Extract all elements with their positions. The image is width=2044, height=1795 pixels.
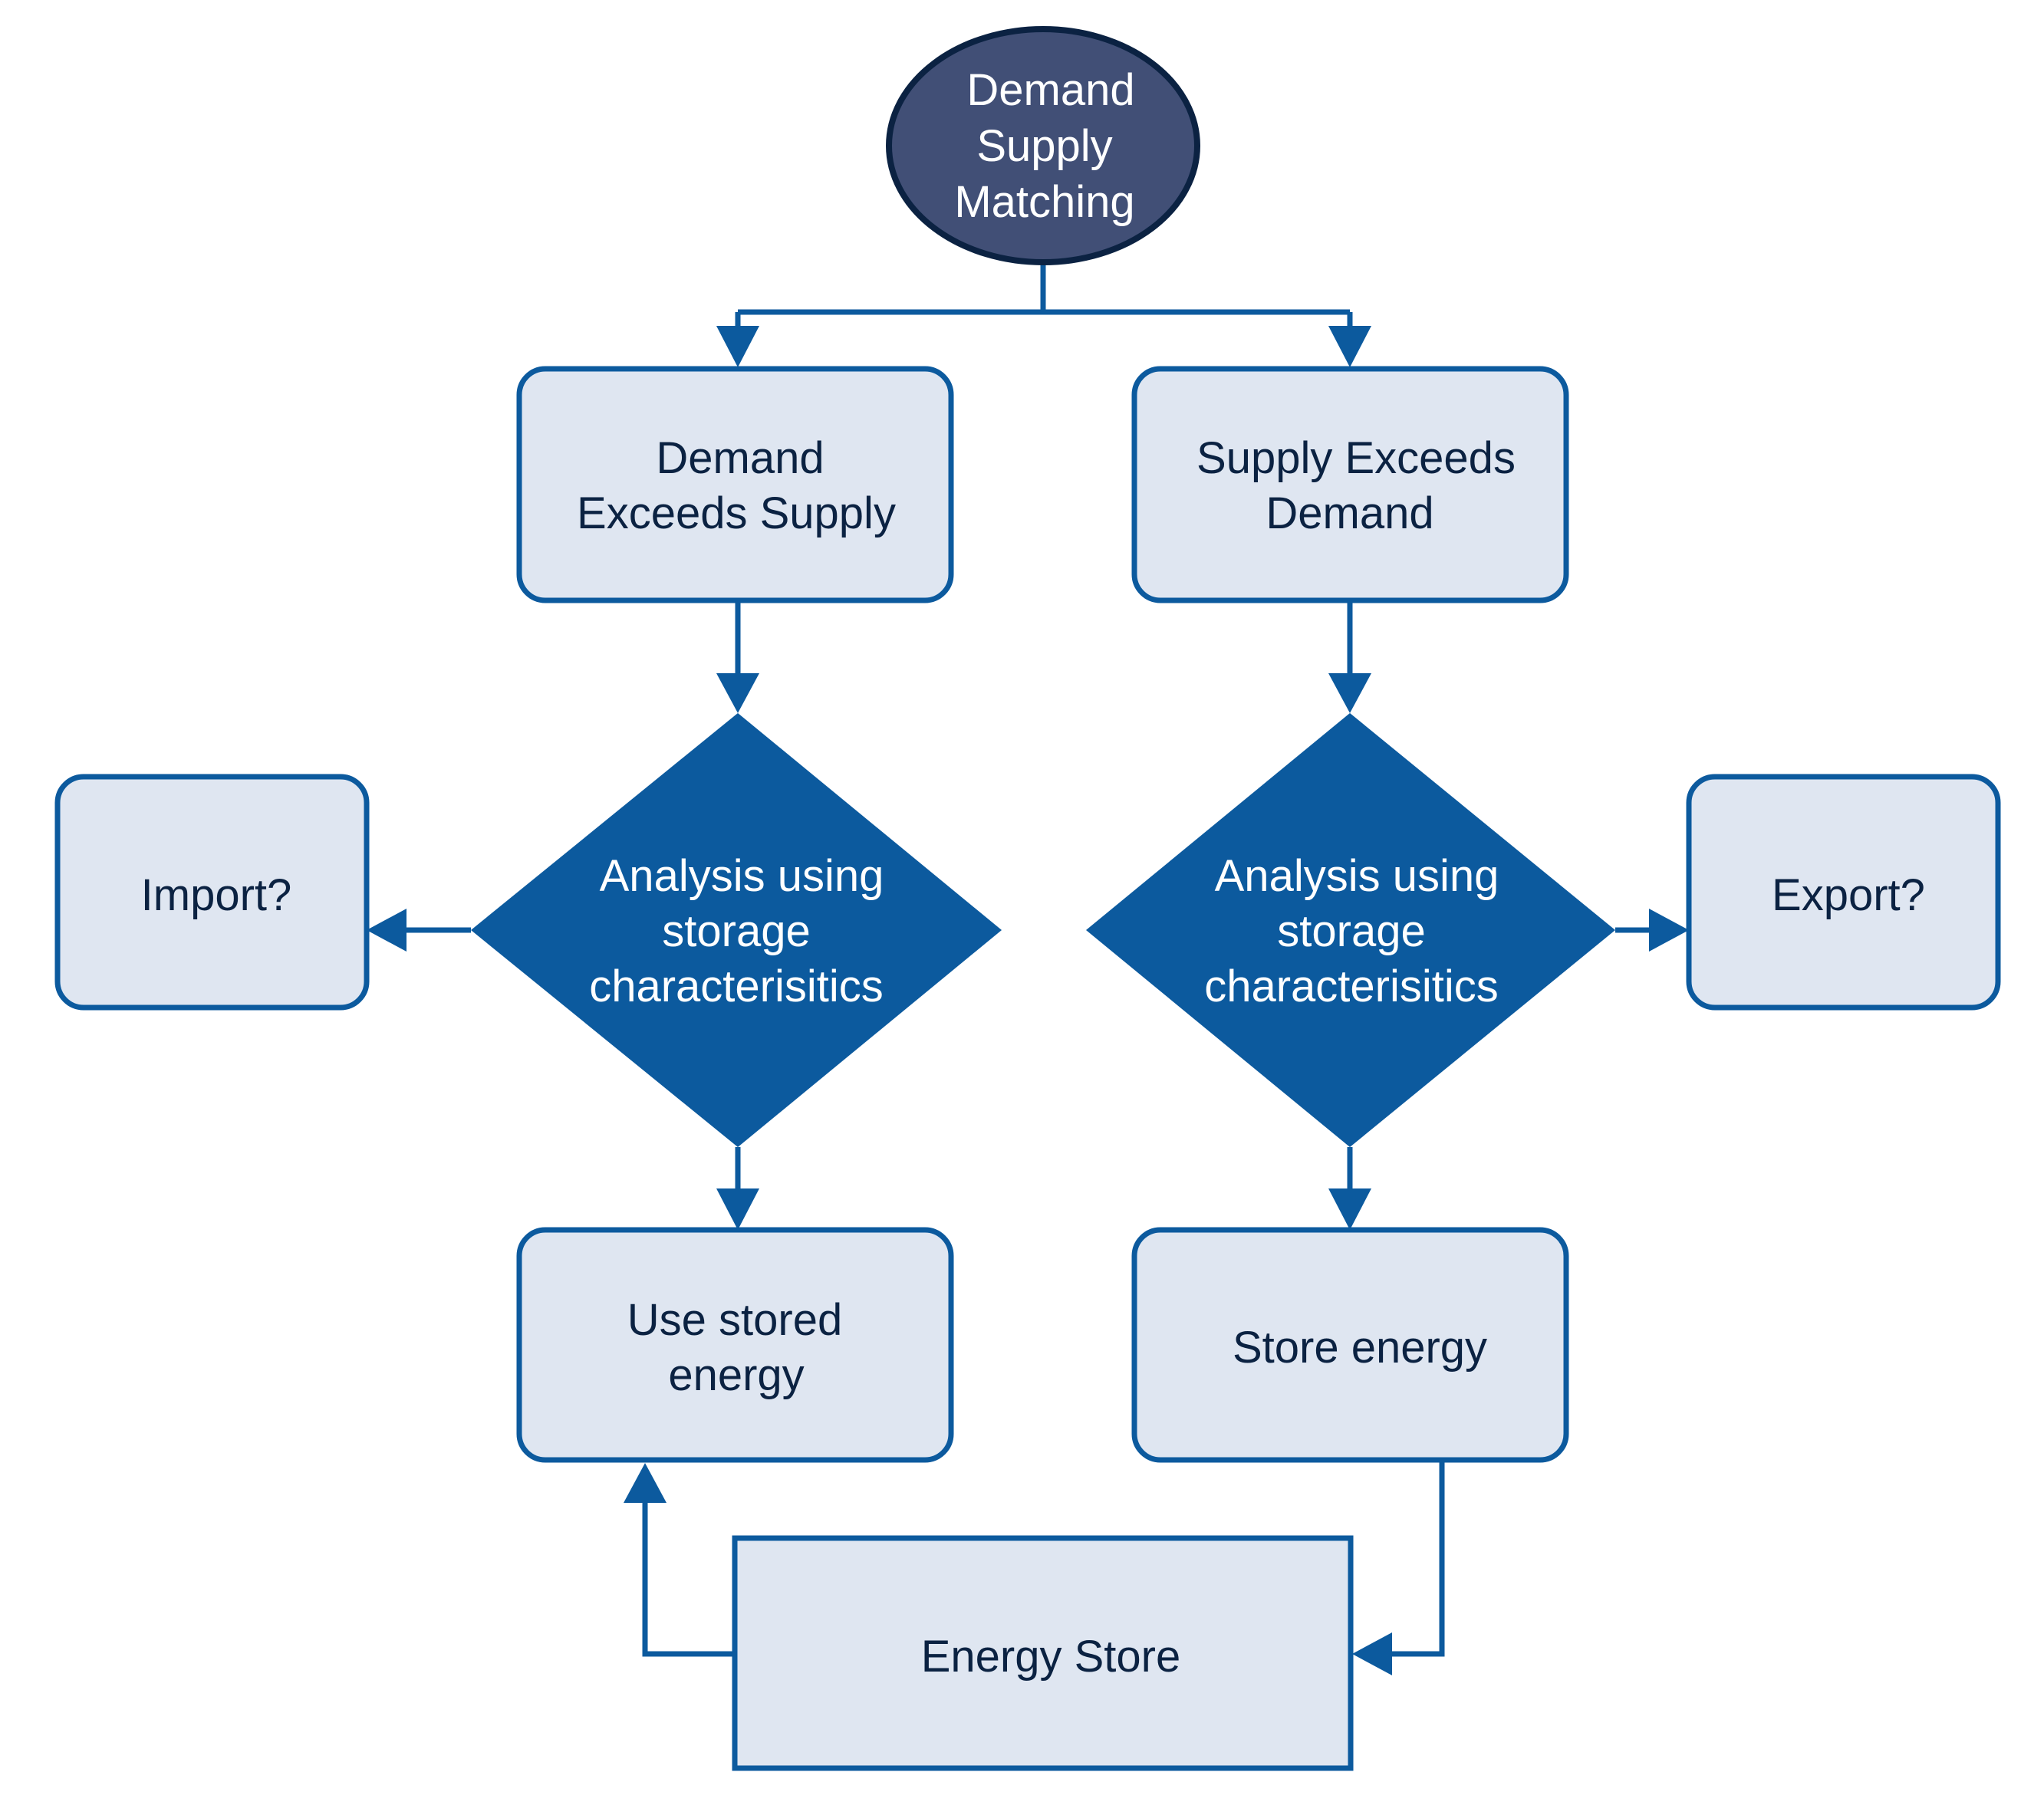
- demand-exceeds-line2: Exceeds Supply: [577, 488, 896, 538]
- analysis-left-line2: storage: [662, 906, 810, 956]
- start-label-line2: Supply: [976, 121, 1112, 171]
- node-use-stored-energy[interactable]: Use stored energy: [516, 1227, 954, 1463]
- arrowhead-analysis-left: [716, 673, 759, 713]
- energy-store-label: Energy Store: [921, 1632, 1181, 1682]
- node-store-energy[interactable]: Store energy: [1131, 1227, 1569, 1463]
- use-stored-line2: energy: [668, 1350, 804, 1400]
- start-ellipse: [886, 26, 1200, 265]
- analysis-left-diamond: [471, 713, 1002, 1147]
- node-analysis-left[interactable]: Analysis using storage characterisitics: [471, 713, 1002, 1147]
- analysis-right-line2: storage: [1277, 906, 1425, 956]
- use-stored-box: [516, 1227, 954, 1463]
- import-box: [54, 774, 370, 1011]
- node-supply-exceeds-demand[interactable]: Supply Exceeds Demand: [1131, 366, 1569, 603]
- analysis-left-line1: Analysis using: [600, 851, 884, 901]
- node-energy-store[interactable]: Energy Store: [732, 1535, 1354, 1771]
- analysis-right-line1: Analysis using: [1215, 851, 1499, 901]
- start-label-line3: Matching: [954, 177, 1134, 227]
- edge-start-split: [738, 265, 1350, 315]
- arrowhead-export: [1649, 909, 1689, 952]
- demand-exceeds-box: [516, 366, 954, 603]
- arrowhead-supply-exceeds: [1328, 326, 1371, 367]
- import-label: Import?: [141, 870, 292, 920]
- arrowhead-analysis-right: [1328, 673, 1371, 713]
- arrowhead-use-stored-return: [624, 1463, 667, 1503]
- arrowhead-import: [367, 909, 406, 952]
- node-start[interactable]: Demand Supply Matching: [886, 26, 1200, 265]
- analysis-right-line3: characterisitics: [1204, 962, 1499, 1011]
- node-export[interactable]: Export?: [1686, 774, 2001, 1011]
- analysis-left-line3: characterisitics: [589, 962, 884, 1011]
- start-label-line1: Demand: [966, 65, 1134, 115]
- energy-store-box: [732, 1535, 1354, 1771]
- node-import[interactable]: Import?: [54, 774, 370, 1011]
- arrowhead-use-stored: [716, 1188, 759, 1230]
- arrowhead-demand-exceeds: [716, 326, 759, 367]
- demand-exceeds-line1: Demand: [656, 433, 824, 483]
- node-analysis-right[interactable]: Analysis using storage characterisitics: [1086, 713, 1615, 1147]
- supply-exceeds-box: [1131, 366, 1569, 603]
- edge-store-energy-to-energy-store: [1381, 1460, 1445, 1657]
- arrowhead-energy-store: [1352, 1632, 1392, 1675]
- connectors: [367, 265, 1689, 1675]
- supply-exceeds-line1: Supply Exceeds: [1196, 433, 1516, 483]
- node-demand-exceeds-supply[interactable]: Demand Exceeds Supply: [516, 366, 954, 603]
- store-energy-label: Store energy: [1233, 1323, 1487, 1373]
- analysis-right-diamond: [1086, 713, 1615, 1147]
- store-energy-box: [1131, 1227, 1569, 1463]
- supply-exceeds-line2: Demand: [1266, 488, 1433, 538]
- arrowhead-store-energy: [1328, 1188, 1371, 1230]
- export-label: Export?: [1772, 870, 1925, 920]
- export-box: [1686, 774, 2001, 1011]
- edge-energy-store-to-use-stored: [642, 1495, 734, 1657]
- use-stored-line1: Use stored: [627, 1295, 842, 1345]
